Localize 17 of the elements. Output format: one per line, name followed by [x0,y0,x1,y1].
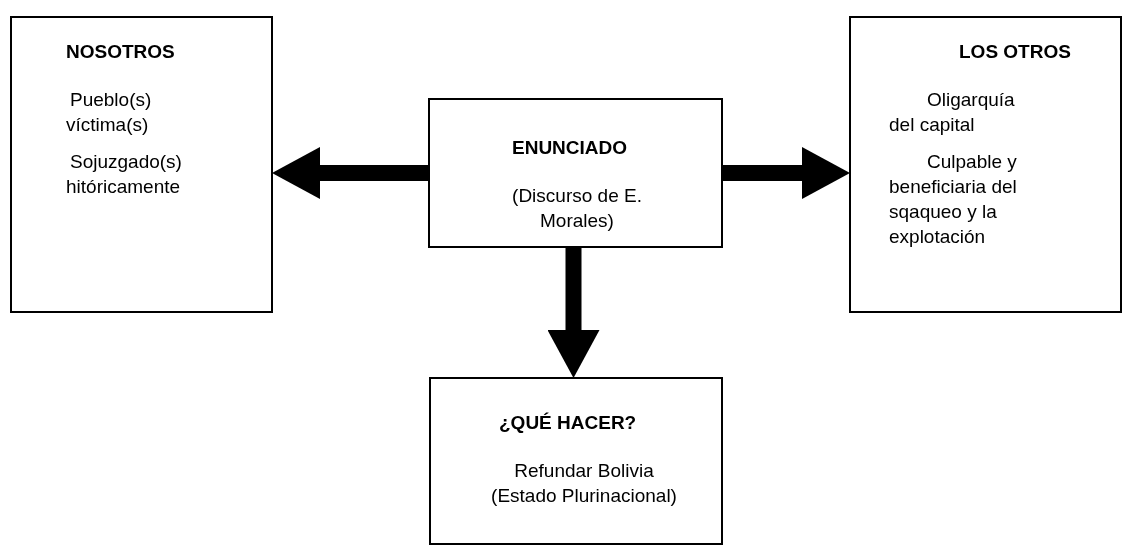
text-box [10,16,273,313]
text-box [429,377,723,545]
box-text: Culpable y beneficiaria del sqaqueo y la explotación [889,149,1018,249]
box-text: (Discurso de E. Morales) [511,183,643,233]
box-text: Oligarquía del capital [889,87,1016,137]
box-heading: NOSOTROS [66,40,176,64]
text-box [428,98,723,248]
box-heading: ENUNCIADO [512,136,629,160]
block-arrow [547,248,600,378]
box-heading: ¿QUÉ HACER? [499,411,638,435]
text-box [849,16,1122,313]
block-arrow [272,147,428,199]
box-heading: LOS OTROS [959,40,1072,64]
box-text: Pueblo(s) víctima(s) [65,87,153,137]
block-arrow [723,147,850,199]
box-text: Refundar Bolivia (Estado Plurinacional) [490,458,678,508]
box-text: Sojuzgado(s) hitóricamente [65,149,183,199]
